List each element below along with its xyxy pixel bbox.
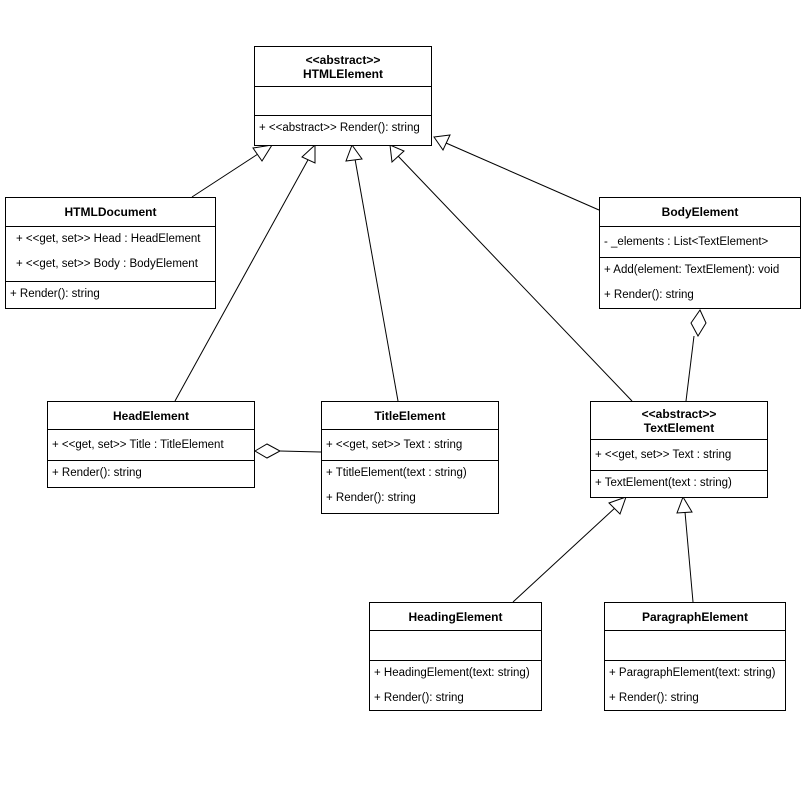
class-headingelement[interactable]: HeadingElement + HeadingElement(text: st… (369, 602, 542, 711)
operation: + Render(): string (609, 692, 699, 704)
aggregation-diamond-body-text (690, 308, 707, 338)
operation: + HeadingElement(text: string) (374, 667, 530, 679)
class-name: BodyElement (661, 205, 739, 219)
class-name: TitleElement (374, 408, 446, 423)
class-textelement[interactable]: <<abstract>> TextElement + <<get, set>> … (590, 401, 768, 498)
operations-compartment: + TtitleElement(text : string) + Render(… (322, 461, 498, 511)
class-htmlelement[interactable]: <<abstract>> HTMLElement + <<abstract>> … (254, 46, 432, 146)
operation: + TtitleElement(text : string) (326, 467, 467, 479)
aggregation-diamond-head-title (254, 443, 282, 459)
generalization-arrowhead-textelement (389, 144, 405, 164)
class-titleelement[interactable]: TitleElement + <<get, set>> Text : strin… (321, 401, 499, 514)
class-title: HTMLDocument (6, 198, 215, 227)
class-name: HeadElement (112, 408, 190, 423)
operations-compartment: + HeadingElement(text: string) + Render(… (370, 661, 541, 711)
generalization-line-headelement (174, 157, 310, 402)
operations-compartment: + <<abstract>> Render(): string (255, 116, 431, 141)
generalization-arrowhead-htmldocument (252, 144, 274, 162)
class-title: ParagraphElement (605, 603, 785, 631)
class-name: HTMLDocument (64, 205, 157, 219)
class-htmldocument[interactable]: HTMLDocument + <<get, set>> Head : HeadE… (5, 197, 216, 309)
generalization-arrowhead-headingelement (608, 496, 627, 515)
attribute: + <<get, set>> Body : BodyElement (16, 258, 198, 270)
operation: + Add(element: TextElement): void (604, 264, 780, 276)
generalization-line-textelement (397, 155, 633, 402)
generalization-line-titleelement (354, 158, 399, 402)
class-name: ParagraphElement (641, 609, 749, 624)
attributes-compartment (255, 87, 431, 116)
operations-compartment: + ParagraphElement(text: string) + Rende… (605, 661, 785, 711)
attribute: + <<get, set>> Title : TitleElement (52, 439, 224, 451)
operation: + ParagraphElement(text: string) (609, 667, 776, 679)
class-name: HTMLElement (302, 66, 383, 81)
generalization-line-headingelement (512, 506, 617, 603)
class-title: <<abstract>> TextElement (591, 402, 767, 440)
generalization-arrowhead-bodyelement (433, 134, 451, 152)
operations-compartment: + TextElement(text : string) (591, 471, 767, 496)
class-paragraphelement[interactable]: ParagraphElement + ParagraphElement(text… (604, 602, 786, 711)
generalization-line-bodyelement (445, 142, 600, 211)
operation: + <<abstract>> Render(): string (259, 122, 420, 134)
operation: + Render(): string (326, 492, 416, 504)
attributes-compartment: - _elements : List<TextElement> (600, 227, 800, 258)
attributes-compartment: + <<get, set>> Text : string (591, 440, 767, 471)
class-bodyelement[interactable]: BodyElement - _elements : List<TextEleme… (599, 197, 801, 309)
class-title: TitleElement (322, 402, 498, 430)
operation: + Render(): string (52, 467, 142, 479)
operation: + TextElement(text : string) (595, 477, 732, 489)
attribute: + <<get, set>> Text : string (595, 449, 732, 461)
operations-compartment: + Render(): string (48, 461, 254, 486)
attribute: + <<get, set>> Text : string (326, 439, 463, 451)
attributes-compartment: + <<get, set>> Title : TitleElement (48, 430, 254, 461)
aggregation-line-body-text (685, 335, 695, 402)
generalization-arrowhead-paragraphelement (676, 495, 693, 514)
operation: + Render(): string (374, 692, 464, 704)
class-title: HeadingElement (370, 603, 541, 631)
operations-compartment: + Add(element: TextElement): void + Rend… (600, 258, 800, 308)
class-title: <<abstract>> HTMLElement (255, 47, 431, 87)
class-title: HeadElement (48, 402, 254, 430)
class-name: TextElement (643, 420, 715, 435)
operations-compartment: + Render(): string (6, 282, 215, 307)
aggregation-line-head-title (279, 450, 322, 453)
class-title: BodyElement (600, 198, 800, 227)
attributes-compartment (370, 631, 541, 661)
attributes-compartment (605, 631, 785, 661)
class-headelement[interactable]: HeadElement + <<get, set>> Title : Title… (47, 401, 255, 488)
generalization-arrowhead-titleelement (345, 143, 363, 162)
operation: + Render(): string (10, 288, 100, 300)
generalization-arrowhead-headelement (301, 143, 316, 164)
generalization-line-htmldocument (191, 151, 262, 198)
attribute: - _elements : List<TextElement> (604, 236, 769, 248)
class-name: HeadingElement (408, 609, 503, 624)
attribute: + <<get, set>> Head : HeadElement (16, 233, 201, 245)
attributes-compartment: + <<get, set>> Text : string (322, 430, 498, 461)
class-stereotype: <<abstract>> (305, 52, 381, 67)
generalization-line-paragraphelement (684, 511, 694, 603)
operation: + Render(): string (604, 289, 694, 301)
class-stereotype: <<abstract>> (641, 406, 717, 421)
attributes-compartment: + <<get, set>> Head : HeadElement + <<ge… (6, 227, 215, 282)
